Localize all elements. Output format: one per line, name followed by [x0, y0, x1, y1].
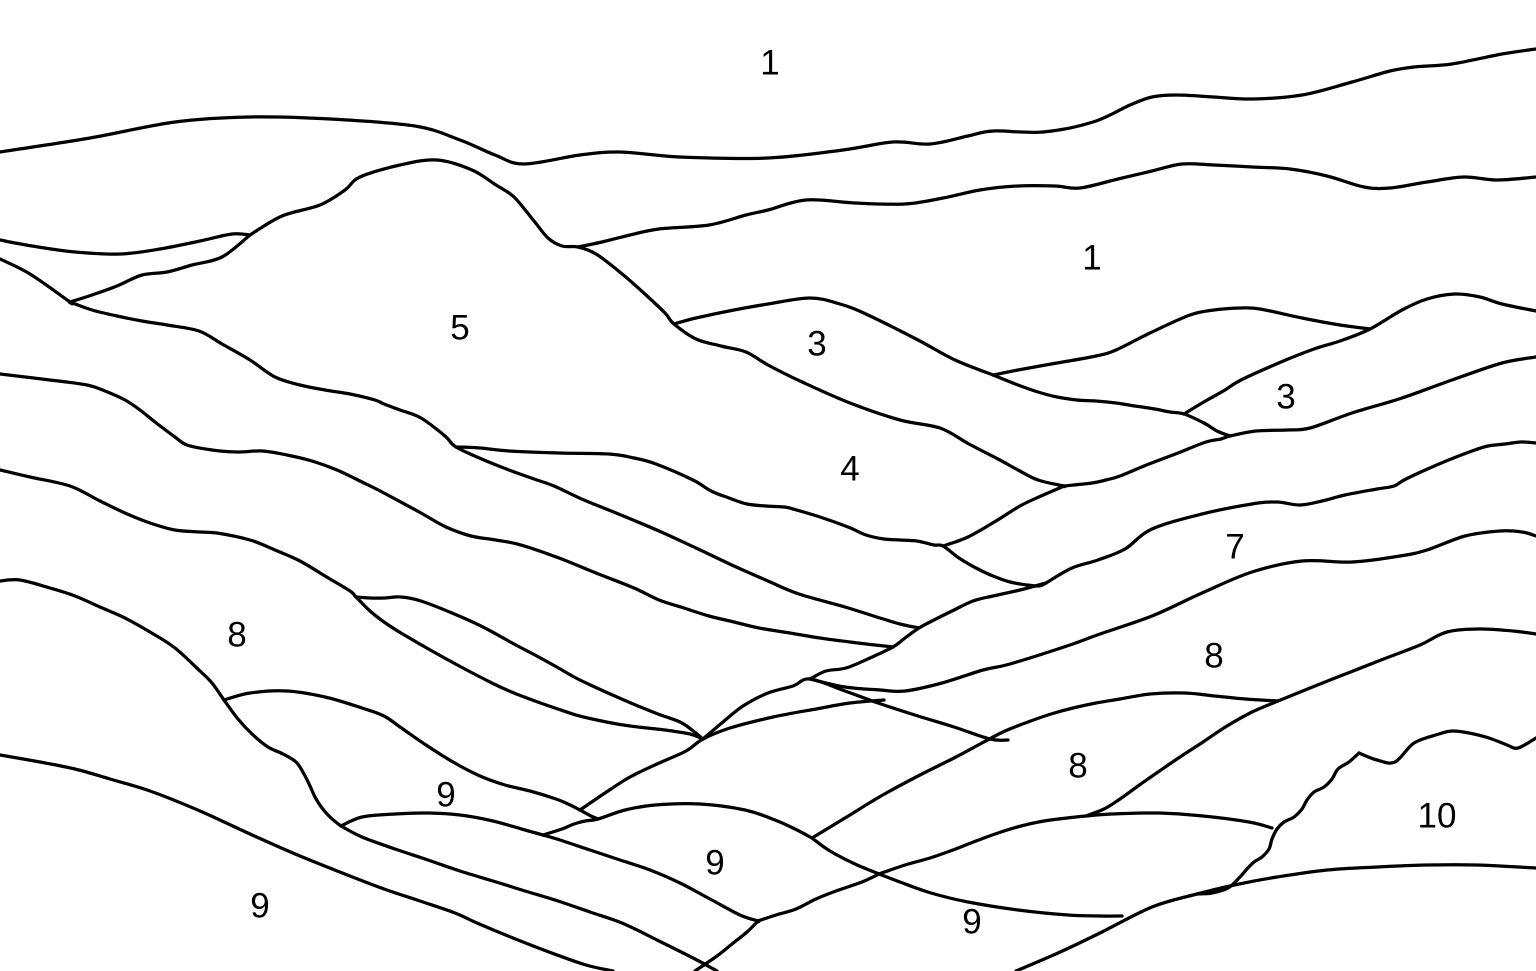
svg-text:8: 8 [1204, 637, 1223, 676]
svg-text:3: 3 [1276, 378, 1295, 417]
svg-text:8: 8 [227, 616, 246, 655]
svg-text:7: 7 [1225, 528, 1244, 567]
svg-text:9: 9 [962, 903, 981, 942]
svg-text:4: 4 [840, 450, 859, 489]
svg-text:9: 9 [250, 887, 269, 926]
svg-text:1: 1 [1082, 239, 1101, 278]
svg-text:9: 9 [436, 776, 455, 815]
svg-text:10: 10 [1418, 797, 1457, 836]
svg-text:1: 1 [760, 44, 779, 83]
svg-text:9: 9 [705, 844, 724, 883]
svg-text:3: 3 [807, 325, 826, 364]
svg-text:5: 5 [450, 309, 469, 348]
svg-text:8: 8 [1068, 747, 1087, 786]
